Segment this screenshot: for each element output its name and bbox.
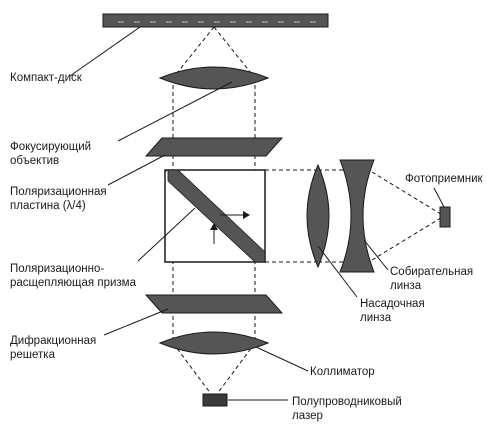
leader-quarter-wave-plate (107, 154, 166, 186)
leader-attachment-lens (317, 245, 358, 298)
beam-converge-bottom (371, 215, 445, 261)
leader-photodetector (433, 187, 445, 208)
leader-lines (69, 26, 445, 401)
label-photodetector: Фотоприемник (405, 173, 483, 185)
leader-collecting-lens (363, 239, 389, 271)
collimator-lens (158, 331, 270, 355)
attachment-lens (306, 163, 330, 269)
focusing-objective-lens (158, 66, 270, 90)
leader-focusing-objective (117, 81, 233, 142)
diffraction-grating (144, 294, 284, 314)
label-compact-disc: Компакт-диск (10, 72, 82, 84)
leader-diffraction-grating (103, 308, 169, 336)
label-quarter-wave-plate: Поляризационная пластина (λ/4) (10, 186, 107, 212)
compact-disc (102, 13, 329, 28)
leader-collimator (255, 346, 309, 372)
quarter-wave-plate (144, 137, 284, 157)
semiconductor-laser (202, 393, 228, 407)
collecting-lens (339, 159, 375, 273)
beam-laser-left (172, 342, 215, 399)
beam-laser-right (213, 342, 256, 399)
beam-cd-left (172, 26, 215, 79)
beam-cd-right (213, 26, 256, 79)
leader-prism (137, 207, 196, 262)
arrow-right-head (243, 211, 250, 219)
label-collimator: Коллиматор (310, 366, 375, 378)
photodetector (439, 206, 451, 228)
label-diffraction-grating: Дифракционная решетка (10, 335, 97, 361)
arrow-up-head (210, 223, 218, 230)
label-laser: Полупроводниковый лазер (292, 396, 402, 422)
beam-converge-top (371, 171, 445, 217)
polarizing-beam-splitter-prism (164, 169, 266, 263)
leader-compact-disc (69, 26, 141, 77)
label-focusing-objective: Фокусирующий объектив (10, 141, 92, 167)
label-collecting-lens: Собирательная линза (390, 266, 474, 292)
label-attachment-lens: Насадочная линза (360, 298, 425, 324)
label-polarizing-prism: Поляризационно- расщепляющая призма (10, 263, 136, 289)
